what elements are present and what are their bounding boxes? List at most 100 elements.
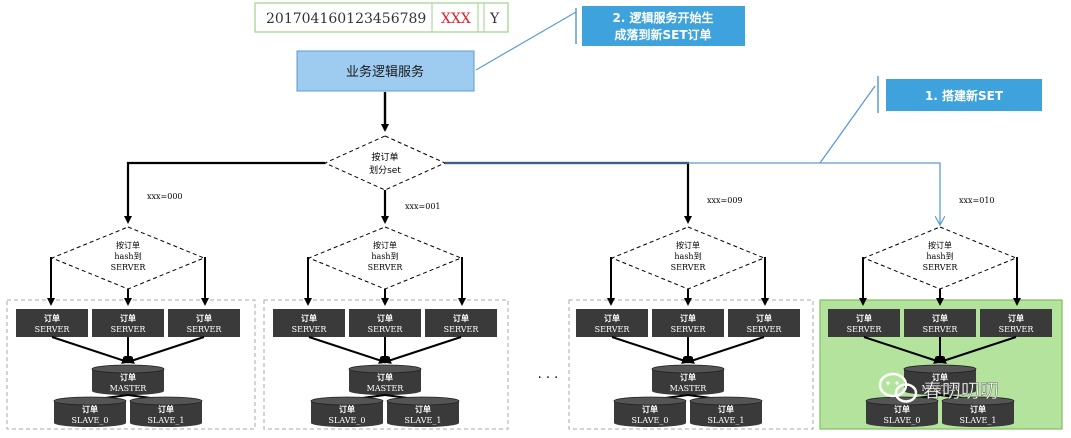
order-server-1-2: 订单 SERVER bbox=[425, 309, 497, 337]
order-slave1-2-label: SLAVE_1 bbox=[708, 416, 745, 425]
route-label-000: xxx=000 bbox=[147, 192, 183, 201]
server-title-3-1: 订单 bbox=[932, 313, 948, 323]
order-slave0-1: 订单 SLAVE_0 bbox=[310, 396, 384, 427]
business-service-label: 业务逻辑服务 bbox=[346, 64, 424, 80]
order-server-3-2: 订单 SERVER bbox=[980, 309, 1052, 337]
server-label-0-0: SERVER bbox=[35, 325, 71, 334]
order-id-record: 201704160123456789 XXX Y bbox=[254, 2, 509, 33]
order-slave0-0: 订单 SLAVE_0 bbox=[53, 396, 127, 427]
hash-diamond-0: 按订单 hash到 SERVER bbox=[50, 226, 206, 290]
callout-1-label: 1. 搭建新SET bbox=[925, 88, 1004, 103]
router-line1: 按订单 bbox=[371, 151, 398, 163]
order-slave0-1-title: 订单 bbox=[339, 404, 355, 414]
hash-line3-3: SERVER bbox=[923, 263, 959, 272]
server-label-2-1: SERVER bbox=[671, 325, 707, 334]
hash-arrows-2 bbox=[607, 257, 769, 306]
business-service-box: 业务逻辑服务 bbox=[296, 50, 475, 92]
order-master-2: 订单 MASTER bbox=[651, 364, 725, 395]
server-label-1-2: SERVER bbox=[444, 325, 480, 334]
callout-step-1: 1. 搭建新SET bbox=[877, 76, 1042, 113]
wechat-icon bbox=[878, 372, 918, 403]
callout-2-line1: 2. 逻辑服务开始生 bbox=[612, 10, 713, 25]
order-slave1-1-title: 订单 bbox=[415, 404, 431, 414]
order-slave0-2-title: 订单 bbox=[642, 404, 658, 414]
order-server-3-1: 订单 SERVER bbox=[904, 309, 976, 337]
order-master-0-title: 订单 bbox=[120, 372, 136, 382]
hash-line1-0: 按订单 bbox=[116, 240, 140, 250]
order-slave0-3-title: 订单 bbox=[894, 404, 910, 414]
server-title-3-0: 订单 bbox=[856, 313, 872, 323]
hash-line2-2: hash到 bbox=[674, 252, 701, 261]
hash-line3-0: SERVER bbox=[111, 263, 147, 272]
hash-arrows-0 bbox=[47, 257, 209, 306]
order-id-text: 201704160123456789 bbox=[266, 11, 426, 27]
hash-line3-2: SERVER bbox=[671, 263, 707, 272]
hash-line2-3: hash到 bbox=[926, 252, 953, 261]
order-id-xxx: XXX bbox=[441, 11, 471, 27]
server-master-lines-2 bbox=[611, 336, 765, 364]
server-title-1-1: 订单 bbox=[377, 313, 393, 323]
order-master-1-label: MASTER bbox=[367, 384, 405, 393]
server-title-0-0: 订单 bbox=[44, 313, 60, 323]
order-master-2-label: MASTER bbox=[670, 384, 708, 393]
server-title-2-0: 订单 bbox=[604, 313, 620, 323]
server-label-1-1: SERVER bbox=[368, 325, 404, 334]
order-slave0-2: 订单 SLAVE_0 bbox=[613, 396, 687, 427]
server-label-1-0: SERVER bbox=[292, 325, 328, 334]
set-group-2: 按订单hash到SERVER订单SERVER订单SERVER订单SERVER订单… bbox=[568, 226, 814, 430]
order-slave1-0-title: 订单 bbox=[158, 404, 174, 414]
order-slave1-3-label: SLAVE_1 bbox=[960, 416, 997, 425]
new-set-route bbox=[445, 85, 940, 224]
order-slave1-1-label: SLAVE_1 bbox=[405, 416, 442, 425]
hash-line1-3: 按订单 bbox=[928, 240, 952, 250]
order-slave1-1: 订单 SLAVE_1 bbox=[386, 396, 460, 427]
order-server-3-0: 订单 SERVER bbox=[828, 309, 900, 337]
server-master-lines-3 bbox=[863, 336, 1017, 364]
order-slave1-2-title: 订单 bbox=[718, 404, 734, 414]
hash-line2-0: hash到 bbox=[114, 252, 141, 261]
server-label-0-1: SERVER bbox=[111, 325, 147, 334]
router-line2: 划分set bbox=[369, 164, 401, 176]
order-master-3-title: 订单 bbox=[932, 372, 948, 382]
hash-diamond-1: 按订单 hash到 SERVER bbox=[307, 226, 463, 290]
order-slave0-0-title: 订单 bbox=[82, 404, 98, 414]
route-label-010: xxx=010 bbox=[959, 196, 995, 205]
order-slave0-2-label: SLAVE_0 bbox=[632, 416, 669, 425]
server-label-3-2: SERVER bbox=[999, 325, 1035, 334]
order-slave0-1-label: SLAVE_0 bbox=[329, 416, 366, 425]
order-server-0-0: 订单 SERVER bbox=[16, 309, 88, 337]
hash-arrows-3 bbox=[859, 257, 1021, 306]
server-title-2-2: 订单 bbox=[756, 313, 772, 323]
order-master-2-title: 订单 bbox=[680, 372, 696, 382]
hash-line3-1: SERVER bbox=[368, 263, 404, 272]
callout-step-2: 2. 逻辑服务开始生 成落到新SET订单 bbox=[475, 6, 745, 71]
server-title-0-2: 订单 bbox=[196, 313, 212, 323]
route-label-001: xxx=001 bbox=[405, 202, 441, 211]
server-label-3-1: SERVER bbox=[923, 325, 959, 334]
hash-diamond-3: 按订单 hash到 SERVER bbox=[862, 226, 1018, 290]
server-label-3-0: SERVER bbox=[847, 325, 883, 334]
hash-line1-1: 按订单 bbox=[373, 240, 397, 250]
order-id-flag: Y bbox=[489, 11, 500, 27]
callout-2-line2: 成落到新SET订单 bbox=[614, 27, 711, 42]
order-master-1-title: 订单 bbox=[377, 372, 393, 382]
order-master-1: 订单 MASTER bbox=[348, 364, 422, 395]
hash-line2-1: hash到 bbox=[371, 252, 398, 261]
server-title-3-2: 订单 bbox=[1008, 313, 1024, 323]
server-title-1-2: 订单 bbox=[453, 313, 469, 323]
order-server-2-0: 订单 SERVER bbox=[576, 309, 648, 337]
set-group-0: 按订单 hash到 SERVER 订单 SERVER 订单 SERVER 订单 SERVER 订单… bbox=[6, 226, 256, 430]
order-slave0-0-label: SLAVE_0 bbox=[72, 416, 109, 425]
server-label-2-0: SERVER bbox=[595, 325, 631, 334]
set-group-3: 按订单hash到SERVER订单SERVER订单SERVER订单SERVER订单… bbox=[819, 226, 1063, 430]
order-server-1-1: 订单 SERVER bbox=[349, 309, 421, 337]
order-slave1-3-title: 订单 bbox=[970, 404, 986, 414]
